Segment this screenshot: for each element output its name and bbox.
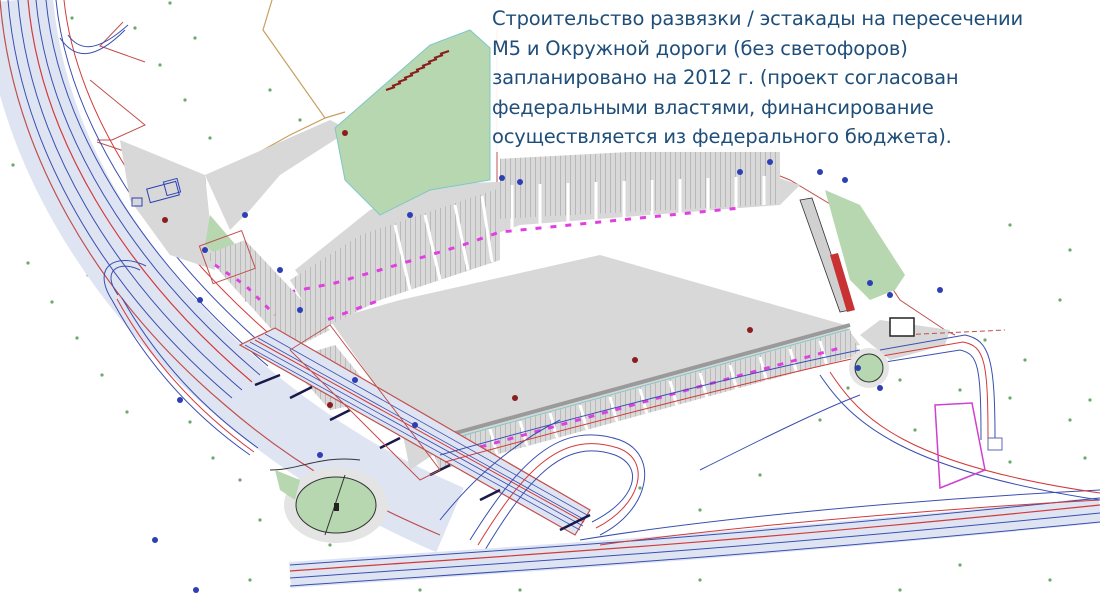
cloverleaf-loop xyxy=(439,419,646,551)
caption-line: запланировано на 2012 г. (проект согласо… xyxy=(492,66,959,89)
service-buildings xyxy=(131,177,182,207)
caption-line: М5 и Окружной дороги (без светофоров) xyxy=(492,36,908,60)
caption-line: осуществляется из федерального бюджета). xyxy=(492,125,952,148)
green-areas xyxy=(205,29,905,300)
caption: Строительство развязки / эстакады на пер… xyxy=(492,4,1098,152)
roundabout-west xyxy=(269,458,388,543)
green-area-east xyxy=(825,190,905,300)
parking-shelters xyxy=(385,50,450,91)
paved-areas xyxy=(120,120,950,470)
ring-road xyxy=(289,349,1100,588)
parking-lot-north xyxy=(244,144,780,332)
caption-line: федеральными властями, финансирование xyxy=(492,95,934,119)
map-symbols xyxy=(152,159,943,593)
green-area-north xyxy=(334,29,491,216)
reserved-site xyxy=(934,402,986,490)
west-ramp xyxy=(59,24,259,456)
east-service-road xyxy=(879,329,1006,451)
east-building xyxy=(799,197,915,337)
overpass xyxy=(238,324,591,536)
caption-line: Строительство развязки / эстакады на пер… xyxy=(492,7,1023,30)
roundabout-east xyxy=(849,348,889,388)
